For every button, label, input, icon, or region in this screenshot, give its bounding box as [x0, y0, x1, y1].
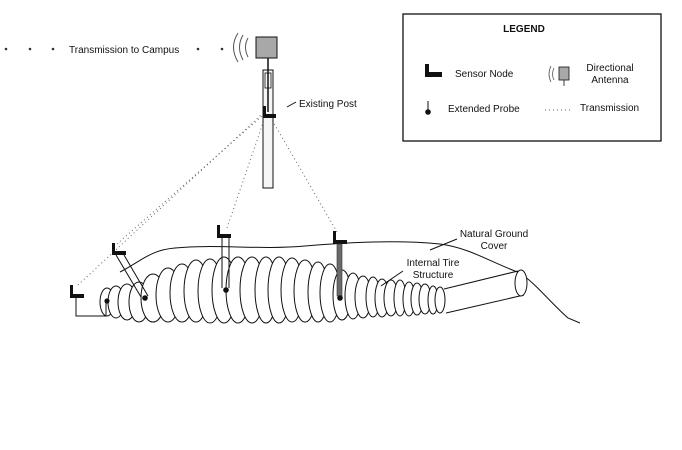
- sensor-node-3: [217, 225, 231, 293]
- legend-antenna-icon: [548, 65, 570, 86]
- transmission-to-campus-dots: [4, 47, 224, 51]
- transmission-lines: [77, 113, 338, 286]
- legend: LEGEND Sensor Node Directional Antenna E…: [402, 13, 662, 142]
- extended-probe-3: [223, 287, 229, 293]
- existing-post-label: Existing Post: [299, 99, 357, 110]
- existing-post: [262, 58, 276, 189]
- legend-extended-probe-label: Extended Probe: [448, 104, 520, 115]
- legend-extended-probe-icon: [425, 101, 431, 115]
- directional-antenna-icon: [233, 32, 249, 63]
- legend-sensor-node-label: Sensor Node: [455, 69, 514, 80]
- ground-cover-pointer: [429, 238, 458, 251]
- legend-sensor-node-icon: [425, 64, 442, 77]
- transmission-to-campus-label: Transmission to Campus: [69, 45, 179, 56]
- extended-probe-2: [142, 295, 148, 301]
- legend-transmission-label: Transmission: [580, 103, 639, 114]
- antenna-box: [255, 36, 278, 59]
- legend-antenna-label-line2: Antenna: [591, 75, 629, 86]
- sensor-node-1: [70, 285, 110, 317]
- sensor-node-4: [333, 231, 347, 301]
- internal-tire-pipe: [443, 269, 528, 314]
- natural-ground-label-line2: Cover: [481, 241, 508, 252]
- legend-title: LEGEND: [503, 24, 545, 35]
- extended-probe-4: [337, 295, 343, 301]
- existing-post-pointer: [286, 101, 297, 108]
- natural-ground-label-line1: Natural Ground: [460, 229, 528, 240]
- internal-tire-pointer: [380, 270, 404, 287]
- internal-tire-label-line2: Structure: [413, 270, 454, 281]
- legend-antenna-label-line1: Directional: [586, 63, 633, 74]
- tire-chain: [99, 256, 446, 324]
- internal-tire-label-line1: Internal Tire: [407, 258, 460, 269]
- extended-probe-1: [104, 298, 110, 304]
- sensor-node-2: [112, 243, 149, 301]
